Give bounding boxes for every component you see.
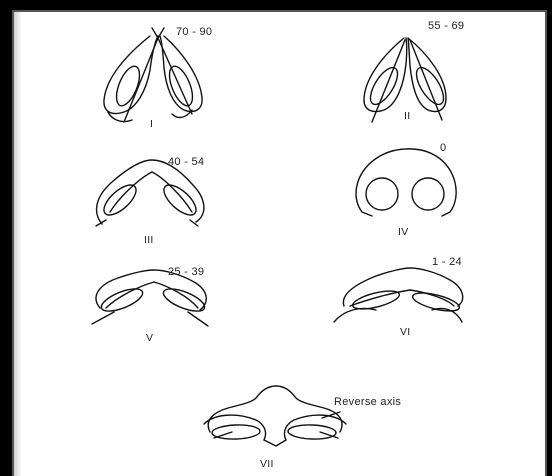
figure-iv-numeral: IV xyxy=(398,226,409,238)
figure-i-numeral: I xyxy=(150,118,153,130)
figure-iii-numeral: III xyxy=(144,234,154,246)
figure-iv-nostrils xyxy=(366,178,444,210)
figure-iii-nose-outline xyxy=(96,160,204,226)
figure-i-range: 70 - 90 xyxy=(176,26,212,38)
figure-v-range: 25 - 39 xyxy=(168,266,204,278)
figure-i-nose-outline xyxy=(104,28,202,122)
figure-i-nostrils xyxy=(112,63,197,109)
figure-v-numeral: V xyxy=(146,332,153,344)
figure-vi-range: 1 - 24 xyxy=(432,256,462,268)
figure-iii-range: 40 - 54 xyxy=(168,156,204,168)
figure-vi-numeral: VI xyxy=(400,326,411,338)
figure-iv-range: 0 xyxy=(440,142,446,154)
figure-vii-nose-outline xyxy=(204,386,346,446)
figure-ii-range: 55 - 69 xyxy=(428,20,464,32)
figure-vi-nose-outline xyxy=(334,268,463,322)
figure-vii-numeral: VII xyxy=(260,458,274,470)
figure-vii-range: Reverse axis xyxy=(334,396,401,408)
figure-iii-nostrils xyxy=(99,180,201,220)
figure-ii-numeral: II xyxy=(404,110,410,122)
figure-vi-nostrils xyxy=(351,287,461,314)
